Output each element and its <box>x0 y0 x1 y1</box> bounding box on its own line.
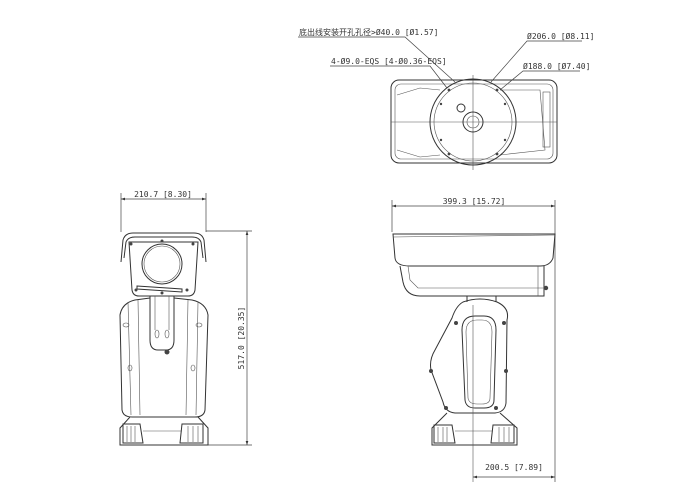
side-offset-label: 200.5 [7.89] <box>485 463 543 472</box>
cable-hole-label: 底出线安装开孔孔径>Ø40.0 [Ø1.57] <box>299 27 438 37</box>
front-width-label: 210.7 [8.30] <box>134 190 192 199</box>
front-view: 210.7 [8.30] 517.0 [20.35] <box>119 190 252 446</box>
front-height-label: 517.0 [20.35] <box>237 307 246 370</box>
outer-flange <box>429 78 517 166</box>
side-length-label: 399.3 [15.72] <box>443 197 506 206</box>
bolt-circle-label: Ø188.0 [Ø7.40] <box>523 61 590 71</box>
outer-diameter-label: Ø206.0 [Ø8.11] <box>527 31 594 41</box>
cable-hole <box>456 103 466 113</box>
mount-holes-label: 4-Ø9.0-EQS [4-Ø0.36-EQS] <box>331 56 447 66</box>
side-view: 399.3 [15.72] 200.5 [7.89] <box>391 197 556 482</box>
top-view: 底出线安装开孔孔径>Ø40.0 [Ø1.57] 4-Ø9.0-EQS [4-Ø0… <box>298 27 594 170</box>
